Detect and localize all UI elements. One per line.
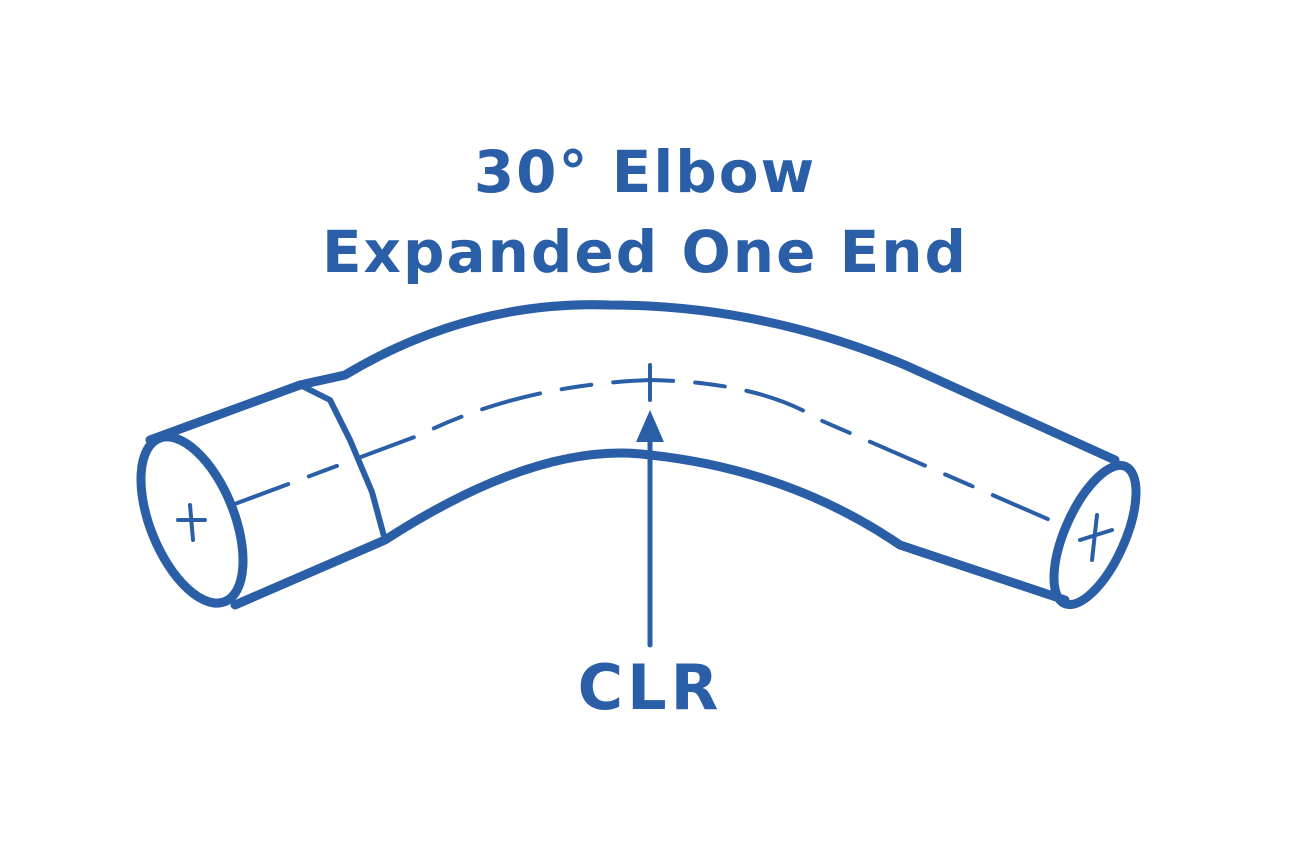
left-end-crosshair bbox=[176, 503, 207, 542]
title-line-2: Expanded One End bbox=[321, 218, 969, 286]
title-line-1: 30° Elbow bbox=[473, 138, 817, 206]
clr-label: CLR bbox=[577, 651, 723, 724]
right-pipe-end bbox=[1049, 460, 1141, 610]
pipe-body-outline bbox=[145, 300, 1120, 610]
diagram-title: 30° Elbow Expanded One End bbox=[0, 132, 1290, 292]
right-end-crosshair bbox=[1078, 513, 1114, 562]
expanded-hub-step bbox=[297, 382, 388, 543]
clr-arrow-head bbox=[636, 410, 664, 442]
